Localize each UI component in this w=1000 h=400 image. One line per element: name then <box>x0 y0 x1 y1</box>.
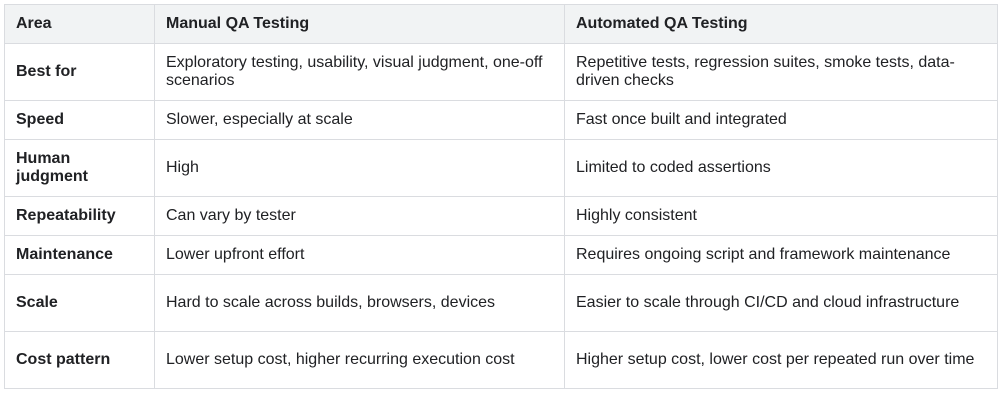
cell-manual: High <box>154 139 565 197</box>
row-label-scale: Scale <box>4 274 155 332</box>
table-header: Area Manual QA Testing Automated QA Test… <box>4 4 998 44</box>
header-row: Area Manual QA Testing Automated QA Test… <box>4 4 998 44</box>
row-label-cost-pattern: Cost pattern <box>4 331 155 389</box>
cell-automated: Repetitive tests, regression suites, smo… <box>564 43 998 101</box>
cell-manual: Exploratory testing, usability, visual j… <box>154 43 565 101</box>
table-row: Speed Slower, especially at scale Fast o… <box>4 100 998 140</box>
table-row: Cost pattern Lower setup cost, higher re… <box>4 331 998 389</box>
comparison-table: Area Manual QA Testing Automated QA Test… <box>4 4 998 389</box>
cell-manual: Slower, especially at scale <box>154 100 565 140</box>
comparison-table-container: Area Manual QA Testing Automated QA Test… <box>4 4 998 389</box>
row-label-best-for: Best for <box>4 43 155 101</box>
cell-automated: Requires ongoing script and framework ma… <box>564 235 998 275</box>
cell-automated: Highly consistent <box>564 196 998 236</box>
cell-automated: Higher setup cost, lower cost per repeat… <box>564 331 998 389</box>
table-row: Maintenance Lower upfront effort Require… <box>4 235 998 275</box>
table-row: Repeatability Can vary by tester Highly … <box>4 196 998 236</box>
cell-automated: Limited to coded assertions <box>564 139 998 197</box>
row-label-human-judgment: Human judgment <box>4 139 155 197</box>
table-row: Best for Exploratory testing, usability,… <box>4 43 998 101</box>
cell-manual: Lower setup cost, higher recurring execu… <box>154 331 565 389</box>
row-label-speed: Speed <box>4 100 155 140</box>
row-label-maintenance: Maintenance <box>4 235 155 275</box>
header-automated: Automated QA Testing <box>564 4 998 44</box>
table-row: Scale Hard to scale across builds, brows… <box>4 274 998 332</box>
header-area: Area <box>4 4 155 44</box>
header-manual: Manual QA Testing <box>154 4 565 44</box>
cell-automated: Easier to scale through CI/CD and cloud … <box>564 274 998 332</box>
cell-manual: Hard to scale across builds, browsers, d… <box>154 274 565 332</box>
table-row: Human judgment High Limited to coded ass… <box>4 139 998 197</box>
cell-manual: Lower upfront effort <box>154 235 565 275</box>
cell-manual: Can vary by tester <box>154 196 565 236</box>
row-label-repeatability: Repeatability <box>4 196 155 236</box>
cell-automated: Fast once built and integrated <box>564 100 998 140</box>
table-body: Best for Exploratory testing, usability,… <box>4 43 998 389</box>
